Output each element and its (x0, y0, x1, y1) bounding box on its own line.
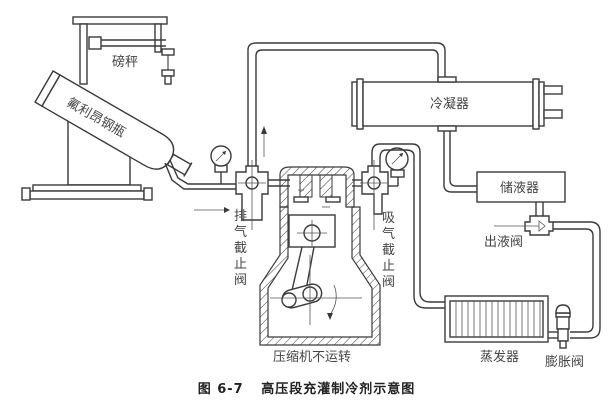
svg-text:止: 止 (382, 259, 395, 274)
receiver-label: 储液器 (500, 181, 539, 196)
scale-label: 磅秤 (112, 54, 138, 70)
discharge-shutoff-valve: 排 气 截 止 阀 (234, 160, 269, 288)
expansion-valve: 膨胀阀 (545, 304, 584, 370)
compressor-state-label: 压缩机不运转 (273, 349, 351, 365)
svg-text:吸: 吸 (382, 211, 395, 226)
svg-text:气: 气 (382, 226, 395, 242)
suction-shutoff-valve: 吸 气 截 止 阀 (360, 160, 395, 290)
svg-text:气: 气 (234, 224, 247, 240)
figure-caption: 图 6-7 高压段充灌制冷剂示意图 (0, 378, 613, 397)
outlet-valve: 出液阀 (484, 202, 554, 250)
discharge-pressure-gauge (210, 145, 232, 184)
suction-pressure-gauge (385, 147, 409, 187)
svg-text:阀: 阀 (234, 273, 247, 288)
expansion-valve-label: 膨胀阀 (545, 355, 584, 370)
svg-text:截: 截 (234, 241, 247, 256)
condenser-label: 冷凝器 (430, 96, 469, 112)
discharge-valve-label: 排 气 截 止 阀 (234, 209, 247, 288)
evaporator-label: 蒸发器 (480, 349, 519, 365)
svg-text:阀: 阀 (382, 275, 395, 290)
evaporator: 蒸发器 (444, 295, 549, 365)
figure-title: 高压段充灌制冷剂示意图 (261, 382, 416, 397)
svg-text:排: 排 (234, 209, 247, 224)
svg-text:截: 截 (382, 243, 395, 258)
receiver: 储液器 (476, 171, 566, 203)
svg-text:止: 止 (234, 257, 247, 272)
compressor: 压缩机不运转 (259, 166, 381, 365)
condenser: 冷凝器 (351, 76, 563, 132)
outlet-valve-label: 出液阀 (484, 235, 523, 250)
figure-number: 图 6-7 (197, 382, 244, 397)
suction-valve-label: 吸 气 截 止 阀 (382, 211, 395, 290)
scale: 磅秤 (72, 16, 175, 85)
